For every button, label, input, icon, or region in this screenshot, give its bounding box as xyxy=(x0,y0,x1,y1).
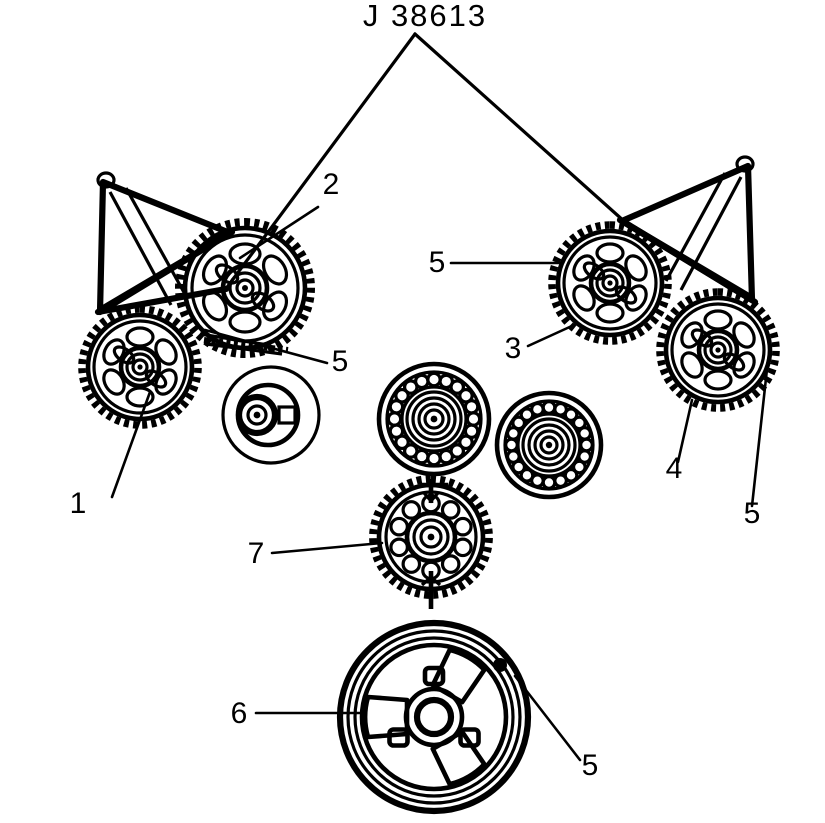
sprocket-web-hole xyxy=(401,500,422,520)
callout-number-7: 7 xyxy=(248,537,265,570)
bearing-ball xyxy=(426,450,442,467)
bearing-ball xyxy=(388,423,405,440)
callout-5-c5d: 5 xyxy=(513,674,599,782)
bearing-ball xyxy=(413,373,430,390)
bearing-ball xyxy=(541,475,557,490)
callout-2-c2: 2 xyxy=(238,168,340,260)
callout-leader-line xyxy=(676,398,694,464)
sprocket-web-hole xyxy=(440,500,461,520)
bearing-ball xyxy=(463,398,480,415)
pulley-bolt-hole xyxy=(387,727,410,748)
callout-leader-line xyxy=(110,390,152,499)
bearing-ball xyxy=(438,448,455,465)
callout-number-5: 5 xyxy=(429,246,446,279)
callout-number-5: 5 xyxy=(744,497,761,530)
bearing-ball xyxy=(402,443,419,459)
crankshaft-sprocket xyxy=(369,475,493,609)
bearing-ball xyxy=(530,401,545,417)
callout-7-c7: 7 xyxy=(248,537,384,570)
callout-number-5: 5 xyxy=(582,749,599,782)
camshaft-sprocket-left-lower xyxy=(78,305,202,429)
bearing-ball xyxy=(465,411,482,427)
bearing-ball xyxy=(577,426,593,441)
callout-leader-line xyxy=(526,323,576,348)
bearing-ball xyxy=(563,407,579,423)
crankshaft-pulley xyxy=(336,619,532,815)
eccentric-spacer-washer xyxy=(221,365,321,465)
camshaft-sprocket-left-upper xyxy=(175,218,315,359)
callout-number-3: 3 xyxy=(505,332,522,365)
bearing-ball xyxy=(511,415,527,431)
sprocket-web-hole xyxy=(440,554,461,574)
callout-5-c5b: 5 xyxy=(203,328,349,378)
bearing-ball xyxy=(505,449,521,464)
callout-4-c4: 4 xyxy=(666,398,694,485)
callout-leader-line xyxy=(270,541,384,555)
bearing-ball xyxy=(458,434,474,451)
bearing-ball xyxy=(386,411,403,427)
pulley-bolt-hole xyxy=(458,727,481,748)
pulley-bolt-hole xyxy=(422,665,446,687)
callout-5-c5c: 5 xyxy=(744,358,770,530)
sprocket-web-hole xyxy=(401,554,422,574)
callout-leader-line xyxy=(750,358,770,508)
callout-leader-line xyxy=(513,674,582,762)
callout-number-6: 6 xyxy=(231,697,248,730)
belt-tension-strap-left xyxy=(94,285,230,316)
camshaft-sprocket-right-lower xyxy=(656,288,780,412)
holding-bracket-left xyxy=(96,171,236,316)
sprocket-web-hole xyxy=(453,516,473,537)
callout-number-4: 4 xyxy=(666,452,683,485)
figure-title: J 38613 xyxy=(363,0,487,33)
pulley-spoke xyxy=(362,694,410,740)
bearing-ball xyxy=(571,459,587,475)
bearing-ball xyxy=(541,400,557,415)
bearing-ball xyxy=(449,379,466,395)
sprocket-web-hole xyxy=(453,537,473,558)
callout-number-1: 1 xyxy=(70,487,87,520)
callout-layer: 1 2 3 4 5 5 5 5 6 7 xyxy=(70,168,770,782)
bearing-ball xyxy=(504,437,519,453)
bearing-ball xyxy=(553,473,568,489)
callout-1-c1: 1 xyxy=(70,390,152,520)
bearing-ball xyxy=(426,371,442,388)
callout-number-2: 2 xyxy=(323,168,340,201)
callout-number-5: 5 xyxy=(332,345,349,378)
callout-5-c5a: 5 xyxy=(429,246,562,279)
ball-bearing-assembly-lower xyxy=(494,390,604,500)
callout-leader-line xyxy=(238,205,320,260)
pulley-spoke xyxy=(430,729,487,787)
callout-3-c3: 3 xyxy=(505,323,576,365)
camshaft-sprocket-right-upper xyxy=(548,221,672,345)
pulley-spoke xyxy=(430,647,487,705)
callout-leader-line xyxy=(203,328,329,365)
sprocket-web-hole xyxy=(389,516,409,537)
bearing-ball xyxy=(394,387,410,404)
bearing-ball xyxy=(519,467,535,483)
ball-bearing-assembly-upper xyxy=(376,361,492,488)
callout-6-c6: 6 xyxy=(231,697,364,730)
bearing-ball xyxy=(579,437,594,453)
sprocket-web-hole xyxy=(389,537,409,558)
